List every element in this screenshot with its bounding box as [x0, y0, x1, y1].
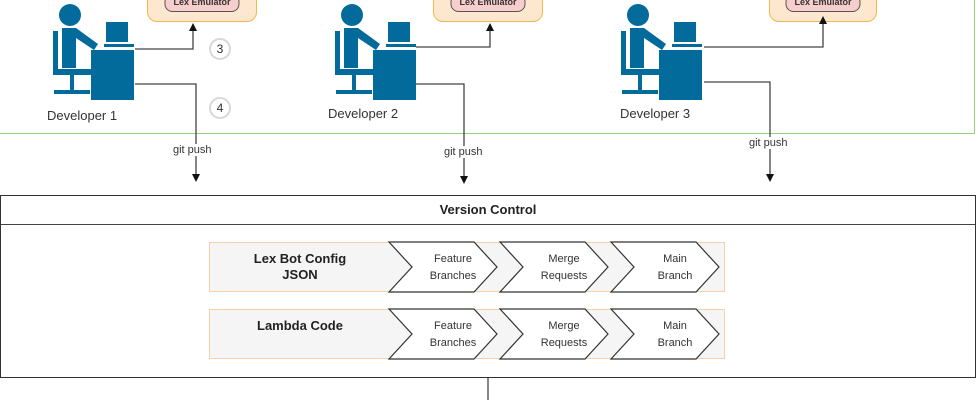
lex-emulator-label-2: Lex Emulator: [450, 0, 526, 12]
developer-icon-2: [335, 4, 416, 100]
developer-label-2: Developer 2: [328, 106, 399, 121]
arrow-dev3-to-emulator: [704, 16, 827, 48]
step-badge-3: 3: [209, 38, 231, 60]
step-badge-4: 4: [209, 97, 231, 119]
chevron-main-branch: [609, 307, 720, 360]
git-push-arrow-3: [704, 81, 774, 182]
chevron-merge-requests: [498, 240, 609, 293]
lane-2-chevrons: [387, 307, 720, 360]
chevron-merge-requests: [498, 307, 609, 360]
arrow-dev2-to-emulator: [416, 23, 494, 48]
chevron-feature-branches: [387, 240, 498, 293]
developer-icon-3: [621, 4, 702, 100]
lex-emulator-box-2: Lex Emulator: [433, 0, 543, 22]
git-push-label-2: git push: [444, 146, 483, 158]
chevron-feature-branches: [387, 307, 498, 360]
developer-label-1: Developer 1: [47, 108, 118, 123]
chevron-main-branch: [609, 240, 720, 293]
developer-environment-area: [0, 0, 975, 134]
version-control-title: Version Control: [1, 196, 975, 225]
git-push-arrow-2: [416, 83, 468, 184]
lex-emulator-label-3: Lex Emulator: [785, 0, 861, 12]
arrow-dev1-to-emulator: [135, 23, 197, 50]
lex-emulator-box-1: Lex Emulator: [147, 0, 257, 22]
lex-emulator-box-3: Lex Emulator: [769, 0, 877, 22]
git-push-arrow-1: [135, 83, 200, 182]
lane-1-chevrons: [387, 240, 720, 293]
lane-title-lambda-code: Lambda Code: [257, 318, 343, 333]
git-push-label-3: git push: [749, 137, 788, 149]
lex-emulator-label-1: Lex Emulator: [164, 0, 240, 12]
git-push-label-1: git push: [173, 144, 212, 156]
developer-icon-1: [53, 4, 134, 100]
developer-label-3: Developer 3: [620, 106, 691, 121]
